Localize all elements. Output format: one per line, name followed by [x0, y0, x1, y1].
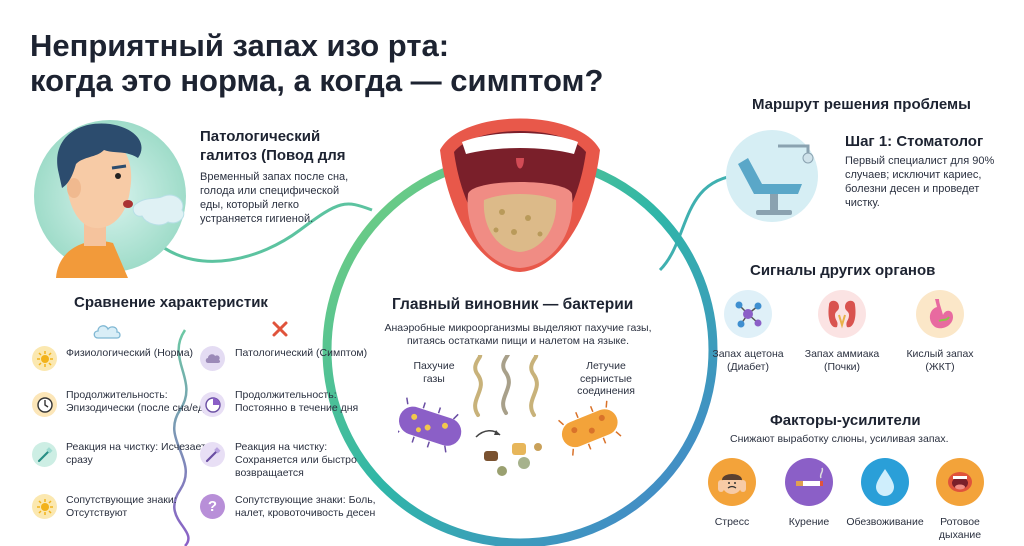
purple-bacterium [393, 397, 462, 453]
normal-row-4 [32, 494, 57, 519]
kidney-icon [818, 290, 866, 338]
mouth-tongue-illustration [432, 100, 608, 290]
orange-bacterium [558, 400, 622, 456]
molecule-icon [724, 290, 772, 338]
open-mouth-icon [936, 458, 984, 506]
sulfur-line-1: Летучие [586, 360, 626, 372]
sulfur-line-3: соединения [577, 385, 635, 397]
organs-title: Сигналы других органов [750, 262, 936, 279]
gases-line-2: газы [423, 372, 445, 385]
normal-row-1 [32, 346, 57, 371]
normal-row-3 [32, 442, 57, 467]
factor-3-line-1: Обезвоживание [846, 516, 924, 528]
normal-item-2: Продолжительность: Эпизодически (после с… [66, 389, 216, 414]
normal-item-4: Сопутствующие знаки: Отсутствуют [66, 494, 177, 519]
stress-icon [708, 458, 756, 506]
factor-1-line-1: Стресс [714, 516, 750, 528]
pie-clock-icon [200, 392, 225, 417]
halitosis-description: Временный запах после сна, голода или сп… [200, 171, 349, 225]
factors-title: Факторы-усилители [770, 412, 921, 429]
sun-icon [32, 346, 57, 371]
pathology-row-2 [200, 392, 225, 417]
sulfur-line-2: сернистые [579, 372, 633, 385]
pathology-row-4: ? [200, 494, 225, 519]
factor-2-line-1: Курение [788, 516, 830, 528]
pathology-row-1 [200, 346, 225, 371]
organ-2-line-2: (Почки) [823, 361, 861, 373]
bacteria-description: Анаэробные микроорганизмы выделяют пахуч… [384, 322, 652, 347]
toothbrush-icon [200, 442, 225, 467]
pathology-item-1: Патологический (Симптом) [235, 347, 368, 359]
pathology-item-4: Сопутствующие знаки: Боль, налет, кровот… [235, 494, 376, 519]
organ-label-ammonia: Запах аммиака (Почки) [797, 348, 887, 374]
person-breath-illustration [18, 108, 193, 278]
cloud-question-icon [200, 346, 225, 371]
stomach-icon [916, 290, 964, 338]
step-1-description: Первый специалист для 90% случаев; исклю… [845, 155, 995, 209]
normal-item-3: Реакция на чистку: Исчезает сразу [66, 441, 206, 466]
organ-2-line-1: Запах аммиака [804, 348, 880, 360]
factor-label-mouth-breathing: Ротовое дыхание [920, 516, 1000, 542]
page-title: Неприятный запах изо рта: когда это норм… [30, 28, 603, 98]
factor-label-stress: Стресс [692, 516, 772, 529]
toothbrush-icon [32, 442, 57, 467]
cigarette-icon [785, 458, 833, 506]
gases-line-1: Пахучие [413, 360, 455, 372]
clock-icon [32, 392, 57, 417]
title-line-1: Неприятный запах изо рта: [30, 28, 450, 63]
bacteria-illustration [393, 351, 648, 495]
cross-icon [271, 320, 289, 343]
factor-4-line-1: Ротовое [940, 516, 980, 528]
organ-label-acetone: Запах ацетона (Диабет) [703, 348, 793, 374]
odorous-gases-label: Пахучие газы [404, 360, 464, 385]
organ-3-line-2: (ЖКТ) [925, 361, 955, 373]
organ-label-acid: Кислый запах (ЖКТ) [895, 348, 985, 374]
factor-label-smoking: Курение [769, 516, 849, 529]
organ-1-line-2: (Диабет) [726, 361, 769, 373]
normal-item-1: Физиологический (Норма) [66, 347, 194, 359]
bacteria-title: Главный виновник — бактерии [392, 296, 634, 313]
pathology-row-3 [200, 442, 225, 467]
normal-row-2 [32, 392, 57, 417]
pathological-halitosis-heading: Патологический галитоз (Повод для [200, 127, 346, 165]
organ-3-line-1: Кислый запах [906, 348, 974, 360]
title-line-2: когда это норма, а когда — симптом? [30, 63, 604, 98]
sun-icon [32, 494, 57, 519]
factor-4-line-2: дыхание [938, 529, 982, 541]
factors-subtitle: Снижают выработку слюны, усиливая запах. [730, 433, 949, 445]
factor-label-dehydration: Обезвоживание [845, 516, 925, 529]
question-icon: ? [200, 494, 225, 519]
comparison-title: Сравнение характеристик [74, 294, 268, 311]
pathology-item-3: Реакция на чистку: Сохраняется или быстр… [235, 441, 357, 479]
step-1-title: Шаг 1: Стоматолог [845, 133, 984, 150]
heading-line-1: Патологический [200, 128, 321, 145]
route-title: Маршрут решения проблемы [752, 96, 971, 113]
volatile-sulfur-label: Летучие сернистые соединения [566, 360, 646, 398]
water-drop-icon [861, 458, 909, 506]
cloud-icon [92, 322, 122, 345]
organ-1-line-1: Запах ацетона [712, 348, 784, 360]
pathology-item-2: Продолжительность: Постоянно в течение д… [235, 389, 359, 414]
dental-chair-illustration [718, 124, 828, 224]
heading-line-2: галитоз (Повод для [200, 147, 346, 164]
